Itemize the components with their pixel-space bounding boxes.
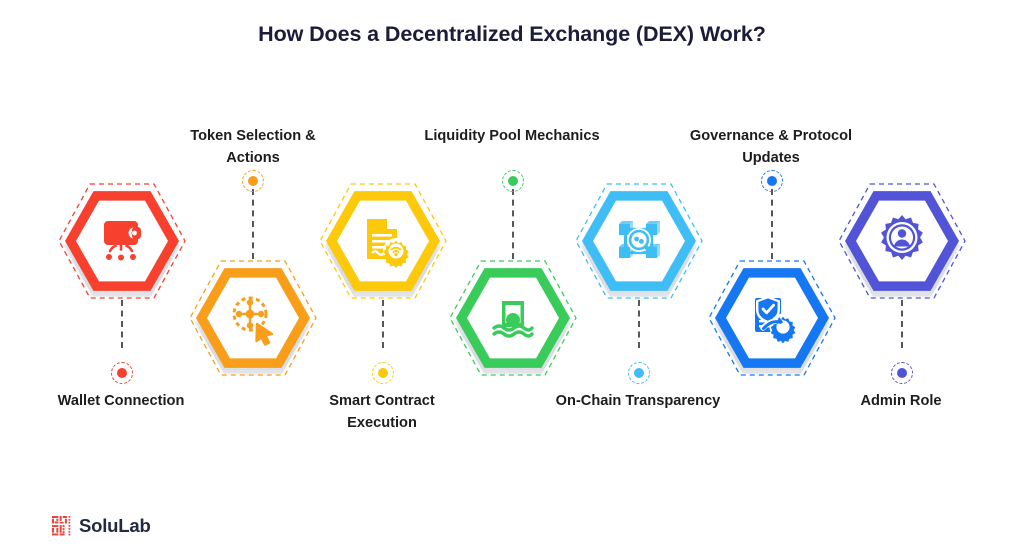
connector-line-wallet-connection [121,300,123,348]
hexagon-smart-contract-execution[interactable] [319,182,447,300]
governance-shield-gear-icon [708,259,836,377]
wallet-icon [58,182,186,300]
contract-document-gear-icon [319,182,447,300]
dot-core [248,176,258,186]
admin-user-gear-icon [838,182,966,300]
dot-core [378,368,388,378]
label-smart-contract-execution: Smart Contract Execution [329,393,435,431]
step-on-chain-transparency[interactable] [575,182,703,384]
step-governance-protocol-updates[interactable] [708,170,836,377]
solulab-qr-mark-icon [52,516,71,536]
hexagon-governance-protocol-updates[interactable] [708,259,836,377]
connector-line-governance-protocol-updates [771,189,773,259]
hexagon-on-chain-transparency[interactable] [575,182,703,300]
dot-ring [242,170,264,192]
hexagon-core [207,277,299,359]
dot-ring [891,362,913,384]
dot-ring [502,170,524,192]
label-token-selection-actions: Token Selection & Actions [190,128,316,166]
label-governance-protocol-updates: Governance & Protocol Updates [689,128,853,166]
brand-logo[interactable]: SoluLab [52,515,151,537]
liquidity-pool-icon [449,259,577,377]
connector-dot-liquidity-pool-mechanics [502,170,524,192]
connector-line-on-chain-transparency [638,300,640,348]
step-admin-role[interactable] [838,182,966,384]
label-admin-role: Admin Role [860,393,942,409]
blockchain-search-icon [575,182,703,300]
connector-dot-on-chain-transparency [628,362,650,384]
connector-dot-token-selection-actions [242,170,264,192]
connector-dot-smart-contract-execution [372,362,394,384]
dot-core [634,368,644,378]
dot-core [117,368,127,378]
connector-line-token-selection-actions [252,189,254,259]
dot-core [897,368,907,378]
dot-core [767,176,777,186]
hexagon-token-selection-actions[interactable] [189,259,317,377]
connector-dot-admin-role [891,362,913,384]
dot-ring [372,362,394,384]
step-wallet-connection[interactable] [58,182,186,384]
hexagon-admin-role[interactable] [838,182,966,300]
connector-dot-wallet-connection [111,362,133,384]
brand-name: SoluLab [79,515,151,536]
hexagon-liquidity-pool-mechanics[interactable] [449,259,577,377]
dot-ring [111,362,133,384]
dot-ring [761,170,783,192]
connector-line-admin-role [901,300,903,348]
label-on-chain-transparency: On-Chain Transparency [555,393,721,409]
connector-line-smart-contract-execution [382,300,384,348]
step-smart-contract-execution[interactable] [319,182,447,384]
hexagon-wallet-connection[interactable] [58,182,186,300]
dot-core [508,176,518,186]
label-wallet-connection: Wallet Connection [57,393,185,409]
step-liquidity-pool-mechanics[interactable] [449,170,577,377]
connector-dot-governance-protocol-updates [761,170,783,192]
connector-line-liquidity-pool-mechanics [512,189,514,259]
label-liquidity-pool-mechanics: Liquidity Pool Mechanics [424,128,600,144]
step-token-selection-actions[interactable] [189,170,317,377]
page-title: How Does a Decentralized Exchange (DEX) … [258,22,766,46]
dot-ring [628,362,650,384]
token-network-cursor-icon [189,259,317,377]
